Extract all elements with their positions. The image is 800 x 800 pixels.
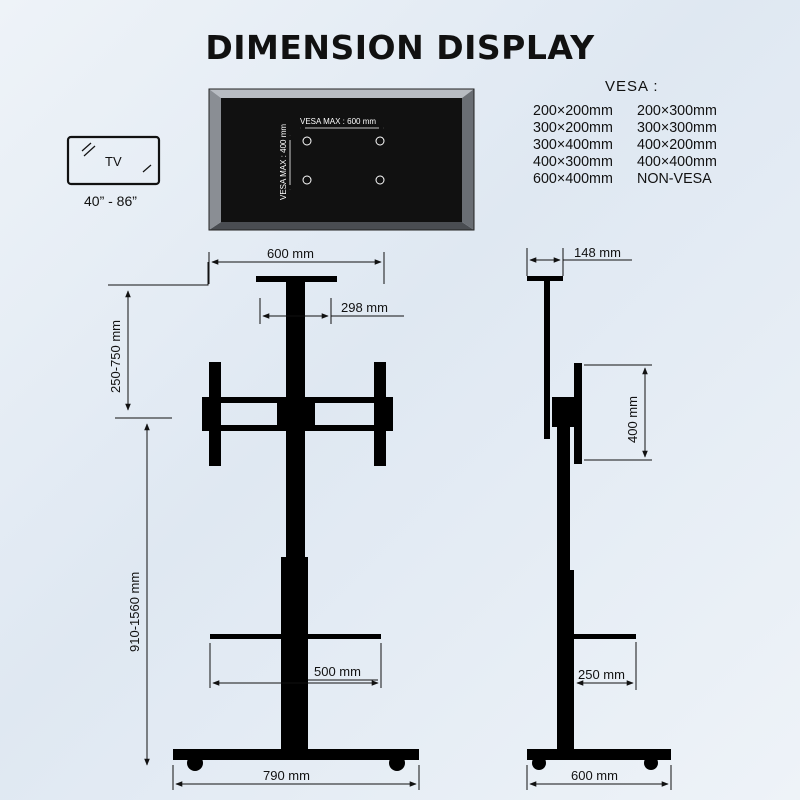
tv-label: TV (105, 154, 122, 169)
vesa-size: 600×400mm (533, 171, 613, 187)
tv-screen: VESA MAX : 600 mm VESA MAX : 400 mm (208, 88, 475, 231)
dim-front-shelf-width: 500 mm (314, 664, 361, 679)
vesa-max-vertical: VESA MAX : 400 mm (279, 124, 288, 200)
vesa-size: 300×400mm (533, 137, 613, 153)
dim-front-pole-offset: 298 mm (341, 300, 388, 315)
front-view-stand (173, 276, 419, 771)
vesa-size: NON-VESA (637, 171, 712, 187)
vesa-size: 400×300mm (533, 154, 613, 170)
dim-side-top-depth: 148 mm (574, 245, 621, 260)
dim-front-top-width: 600 mm (267, 246, 314, 261)
dim-side-base-depth: 600 mm (571, 768, 618, 783)
tv-size-range: 40” - 86” (84, 193, 137, 209)
vesa-size: 400×400mm (637, 154, 717, 170)
tv-icon: TV (66, 135, 161, 186)
side-dimension-lines (526, 248, 672, 790)
vesa-size-list: 200×200mm 200×300mm 300×200mm 300×300mm … (533, 103, 737, 188)
dim-side-shelf-depth: 250 mm (578, 667, 625, 682)
page-title: DIMENSION DISPLAY (205, 28, 595, 67)
front-dimension-lines (108, 252, 420, 790)
vesa-size: 200×300mm (637, 103, 717, 119)
dim-side-mount-height: 400 mm (625, 396, 640, 443)
vesa-size: 200×200mm (533, 103, 613, 119)
vesa-size: 300×200mm (533, 120, 613, 136)
vesa-max-horizontal: VESA MAX : 600 mm (300, 117, 376, 126)
dim-front-mount-height: 250-750 mm (108, 320, 123, 393)
side-view-stand (527, 276, 671, 770)
vesa-size: 300×300mm (637, 120, 717, 136)
dim-front-total-height: 910-1560 mm (127, 572, 142, 652)
dim-front-base-width: 790 mm (263, 768, 310, 783)
vesa-size: 400×200mm (637, 137, 717, 153)
vesa-heading: VESA : (605, 78, 659, 95)
